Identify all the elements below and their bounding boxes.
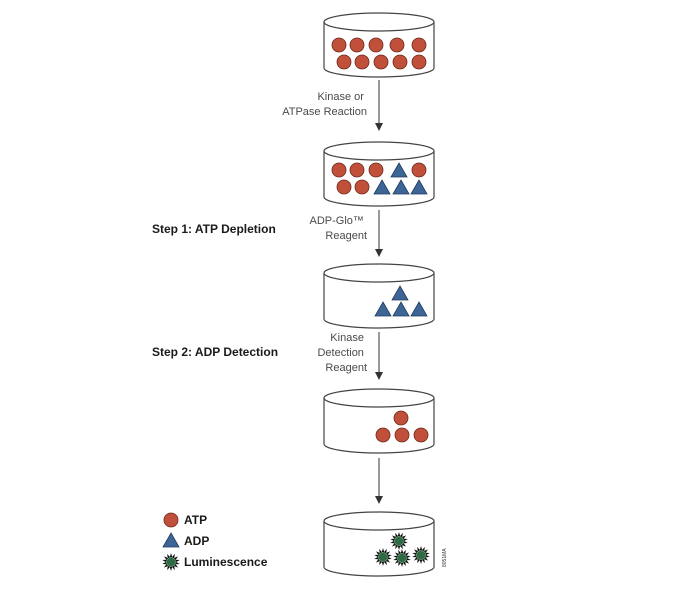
atp-circle-icon	[373, 54, 389, 70]
arrow-3-label: Kinase Detection Reagent	[317, 332, 367, 374]
dish-5-luminescence	[323, 511, 435, 577]
atp-circle-icon	[411, 162, 427, 178]
adp-triangle-icon	[410, 179, 428, 195]
arrow-3	[375, 332, 383, 380]
arrow-2-label-line-2: Reagent	[325, 230, 367, 242]
legend: ATP ADP Luminescence	[162, 512, 268, 571]
luminescence-burst-icon	[162, 553, 180, 571]
atp-circle-icon	[413, 427, 429, 443]
arrow-1-label: Kinase or ATPase Reaction	[282, 91, 367, 118]
atp-circle-icon	[331, 162, 347, 178]
legend-label-atp: ATP	[184, 513, 207, 527]
arrow-3-label-line-3: Reagent	[325, 362, 367, 374]
adp-triangle-icon	[373, 179, 391, 195]
arrow-1	[375, 80, 383, 131]
atp-circle-icon	[349, 162, 365, 178]
luminescence-burst-icon	[374, 548, 392, 566]
dish-1-kinase-start	[323, 12, 435, 78]
legend-label-luminescence: Luminescence	[184, 555, 268, 569]
step-2-label: Step 2: ADP Detection	[152, 345, 278, 359]
step-1-label: Step 1: ATP Depletion	[152, 222, 276, 236]
adp-triangle-icon	[410, 301, 428, 317]
dish-5-luminescence-group	[374, 532, 430, 567]
atp-circle-icon	[393, 410, 409, 426]
adp-triangle-icon	[391, 285, 409, 301]
atp-circle-icon	[411, 54, 427, 70]
dish-1-atp-group	[331, 37, 427, 70]
luminescence-burst-icon	[162, 553, 180, 571]
arrow-3-label-line-1: Kinase	[330, 332, 364, 344]
atp-circle-icon	[394, 427, 410, 443]
atp-circle-icon	[354, 179, 370, 195]
legend-label-adp: ADP	[184, 534, 209, 548]
atp-circle-icon	[163, 512, 179, 528]
atp-circle-icon	[336, 179, 352, 195]
arrow-2	[375, 210, 383, 257]
atp-circle-icon	[354, 54, 370, 70]
atp-circle-icon	[411, 37, 427, 53]
atp-circle-icon	[331, 37, 347, 53]
legend-item-luminescence: Luminescence	[162, 553, 268, 571]
adp-triangle-icon	[390, 162, 408, 178]
atp-circle-icon	[375, 427, 391, 443]
dish-4-atp-regenerated	[323, 388, 435, 454]
arrow-2-label-line-1: ADP-Glo™	[310, 215, 364, 227]
atp-circle-icon	[392, 54, 408, 70]
atp-circle-icon	[389, 37, 405, 53]
dish-3-adp-group	[374, 285, 428, 317]
arrow-1-label-line-1: Kinase or	[317, 91, 364, 103]
legend-item-adp: ADP	[162, 532, 209, 548]
adp-triangle-icon	[392, 179, 410, 195]
arrow-3-label-line-2: Detection	[317, 347, 363, 359]
atp-circle-icon	[336, 54, 352, 70]
atp-circle-icon	[368, 162, 384, 178]
dish-3-atp-depleted	[323, 263, 435, 329]
dish-2-after-reaction	[323, 141, 435, 207]
dish-2-molecules	[331, 162, 428, 195]
luminescence-burst-icon	[390, 532, 408, 550]
adp-triangle-icon	[392, 301, 410, 317]
arrow-1-label-line-2: ATPase Reaction	[282, 106, 367, 118]
luminescence-burst-icon	[412, 546, 430, 564]
luminescence-burst-icon	[393, 549, 411, 567]
dish-4-atp-group	[375, 410, 429, 443]
atp-circle-icon	[349, 37, 365, 53]
atp-circle-icon	[368, 37, 384, 53]
figure-code: 8051MA	[442, 548, 448, 567]
arrow-4	[375, 458, 383, 504]
adp-triangle-icon	[374, 301, 392, 317]
adp-triangle-icon	[162, 532, 180, 548]
arrow-2-label: ADP-Glo™ Reagent	[310, 215, 367, 242]
legend-item-atp: ATP	[163, 512, 207, 528]
